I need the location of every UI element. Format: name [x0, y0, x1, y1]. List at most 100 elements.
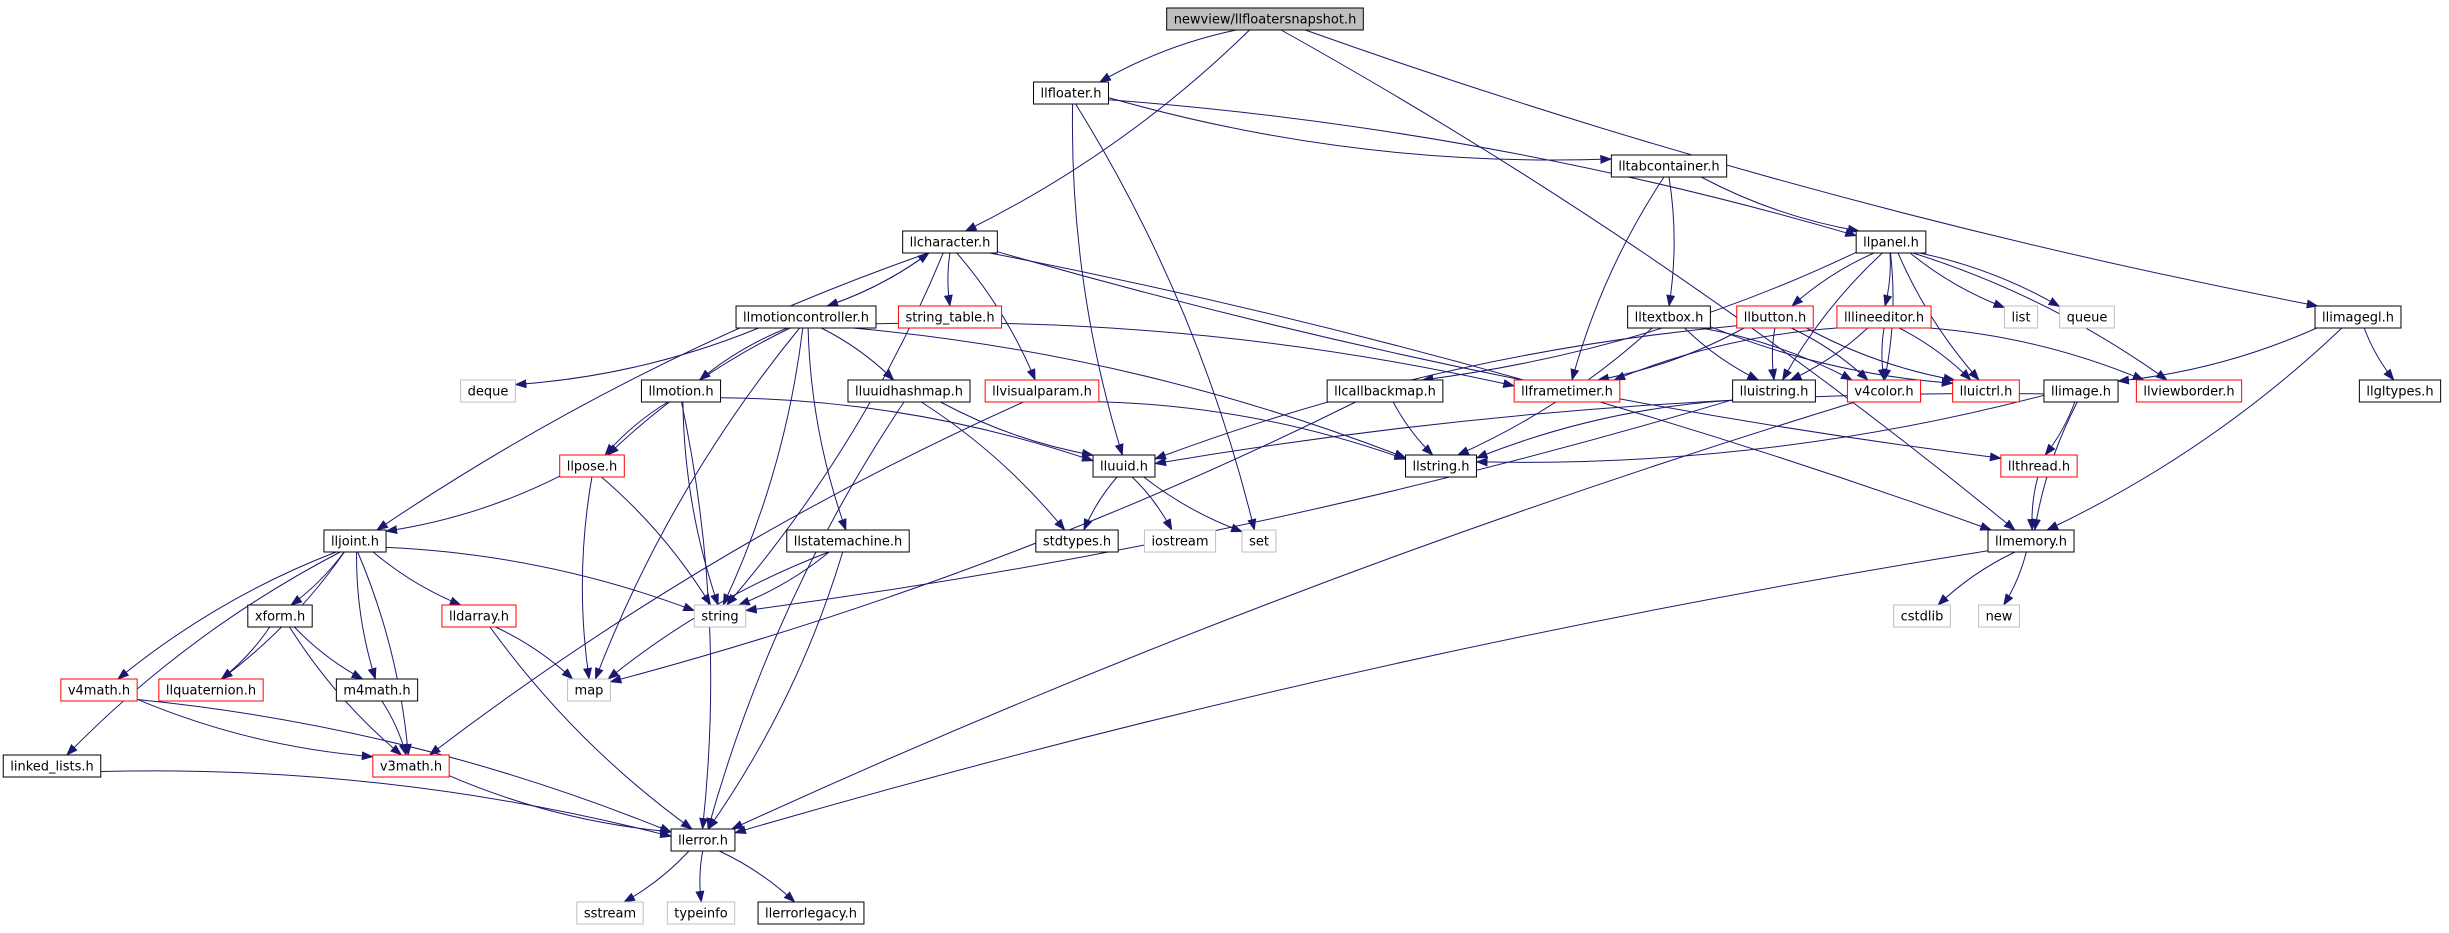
- node-label: llgltypes.h: [2366, 385, 2433, 400]
- node-root[interactable]: newview/llfloatersnapshot.h: [1166, 7, 1364, 31]
- edge-linked-lists-to-llerror: [100, 770, 673, 839]
- node-sstream[interactable]: sstream: [576, 901, 644, 925]
- node-label: v3math.h: [380, 760, 442, 775]
- node-llthread[interactable]: llthread.h: [2000, 454, 2078, 478]
- node-label: list: [2011, 311, 2030, 326]
- node-box: [786, 529, 910, 553]
- node-v4color[interactable]: v4color.h: [1846, 379, 1922, 403]
- edge-lljoint-to-xform: [290, 551, 345, 606]
- node-llmotion[interactable]: llmotion.h: [640, 379, 722, 403]
- edge-llfloater-to-llpanel: [1108, 99, 1858, 237]
- edge-lllineeditor-to-llviewborder: [1929, 327, 2145, 381]
- node-typeinfo[interactable]: typeinfo: [666, 901, 736, 925]
- node-box: [847, 379, 971, 403]
- node-llpose[interactable]: llpose.h: [559, 454, 625, 478]
- node-box: [1513, 379, 1621, 403]
- node-iostream[interactable]: iostream: [1143, 529, 1217, 553]
- edge-lldarray-to-llerror: [489, 626, 693, 830]
- node-label: llerrorlegacy.h: [765, 907, 857, 922]
- edge-llfloater-to-set: [1075, 103, 1257, 531]
- node-llstring[interactable]: llstring.h: [1405, 454, 1477, 478]
- node-map[interactable]: map: [567, 678, 611, 702]
- node-label: lltextbox.h: [1635, 311, 1704, 326]
- node-queue[interactable]: queue: [2059, 305, 2115, 329]
- node-deque[interactable]: deque: [460, 379, 516, 403]
- node-llframetimer[interactable]: llframetimer.h: [1513, 379, 1621, 403]
- node-box: [372, 754, 450, 778]
- node-box: [60, 678, 138, 702]
- node-label: m4math.h: [343, 684, 410, 699]
- edge-root-to-llmemory: [1280, 29, 2016, 531]
- node-cstdlib[interactable]: cstdlib: [1893, 604, 1951, 628]
- node-box: [2059, 305, 2115, 329]
- node-v3math[interactable]: v3math.h: [372, 754, 450, 778]
- node-llmotioncontroller[interactable]: llmotioncontroller.h: [735, 305, 877, 329]
- node-llerrorlegacy[interactable]: llerrorlegacy.h: [757, 901, 865, 925]
- edge-v4math-to-v3math: [137, 698, 374, 761]
- edge-llmemory-to-llerror: [733, 550, 1989, 835]
- node-m4math[interactable]: m4math.h: [335, 678, 419, 702]
- node-string[interactable]: string: [693, 604, 747, 628]
- node-lluuidhashmap[interactable]: lluuidhashmap.h: [847, 379, 971, 403]
- node-llpanel[interactable]: llpanel.h: [1855, 230, 1927, 254]
- node-llimagegl[interactable]: llimagegl.h: [2314, 305, 2402, 329]
- node-llmemory[interactable]: llmemory.h: [1987, 529, 2075, 553]
- node-lluictrl[interactable]: lluictrl.h: [1952, 379, 2020, 403]
- node-llcharacter[interactable]: llcharacter.h: [902, 230, 998, 254]
- node-box: [1035, 529, 1119, 553]
- node-stdtypes[interactable]: stdtypes.h: [1035, 529, 1119, 553]
- node-new[interactable]: new: [1978, 604, 2020, 628]
- node-lljoint[interactable]: lljoint.h: [323, 529, 387, 553]
- node-list[interactable]: list: [2003, 305, 2039, 329]
- edge-llbutton-to-v4color: [1790, 327, 1869, 381]
- node-llstatemachine[interactable]: llstatemachine.h: [786, 529, 910, 553]
- node-lluuid[interactable]: lluuid.h: [1092, 454, 1156, 478]
- node-lltextbox[interactable]: lltextbox.h: [1627, 305, 1711, 329]
- node-set[interactable]: set: [1241, 529, 1277, 553]
- node-label: llvisualparam.h: [992, 385, 1092, 400]
- edge-llerror-to-sstream: [623, 850, 690, 903]
- edge-llvisualparam-to-v3math: [428, 401, 1024, 756]
- node-llbutton[interactable]: llbutton.h: [1736, 305, 1814, 329]
- node-llcallbackmap[interactable]: llcallbackmap.h: [1326, 379, 1444, 403]
- edge-llcharacter-to-llmemory: [989, 252, 1993, 531]
- node-lldarray[interactable]: lldarray.h: [441, 604, 517, 628]
- edge-lltabcontainer-to-llpanel: [1700, 176, 1860, 234]
- node-label: newview/llfloatersnapshot.h: [1174, 13, 1357, 28]
- node-label: string_table.h: [905, 311, 994, 326]
- node-box: [1846, 379, 1922, 403]
- node-box: [2135, 379, 2243, 403]
- node-label: lltabcontainer.h: [1618, 160, 1719, 175]
- edge-llbutton-to-lluuid: [1154, 325, 1737, 460]
- edge-lluistring-to-llstring: [1475, 399, 1733, 459]
- edge-lljoint-to-m4math: [356, 551, 377, 680]
- edge-llstatemachine-to-llerror: [707, 551, 844, 830]
- edge-llstatemachine-to-string: [737, 551, 830, 606]
- node-lllineeditor[interactable]: lllineeditor.h: [1836, 305, 1932, 329]
- node-string-table[interactable]: string_table.h: [897, 305, 1003, 329]
- node-llquaternion[interactable]: llquaternion.h: [158, 678, 264, 702]
- node-linked-lists[interactable]: linked_lists.h: [2, 754, 102, 778]
- node-label: cstdlib: [1901, 610, 1944, 625]
- node-llimage[interactable]: llimage.h: [2043, 379, 2119, 403]
- node-xform[interactable]: xform.h: [247, 604, 313, 628]
- node-llgltypes[interactable]: llgltypes.h: [2358, 379, 2442, 403]
- edge-llpanel-to-queue: [1919, 252, 2061, 308]
- edge-llpanel-to-llcallbackmap: [1421, 251, 1857, 384]
- node-llerror[interactable]: llerror.h: [670, 828, 736, 852]
- node-lluistring[interactable]: lluistring.h: [1732, 379, 1816, 403]
- node-label: llbutton.h: [1744, 311, 1806, 326]
- node-box: [158, 678, 264, 702]
- edge-xform-to-m4math: [294, 626, 364, 680]
- node-llvisualparam[interactable]: llvisualparam.h: [984, 379, 1100, 403]
- node-label: llpanel.h: [1863, 236, 1919, 251]
- node-llfloater[interactable]: llfloater.h: [1033, 81, 1109, 105]
- node-lltabcontainer[interactable]: lltabcontainer.h: [1610, 154, 1728, 178]
- edge-lljoint-to-linked-lists: [66, 551, 341, 756]
- node-v4math[interactable]: v4math.h: [60, 678, 138, 702]
- node-label: llcharacter.h: [910, 236, 991, 251]
- edge-llmotioncontroller-to-llstatemachine: [807, 327, 847, 531]
- edge-v4math-to-llerror: [137, 699, 673, 833]
- node-label: lljoint.h: [331, 535, 379, 550]
- node-llviewborder[interactable]: llviewborder.h: [2135, 379, 2243, 403]
